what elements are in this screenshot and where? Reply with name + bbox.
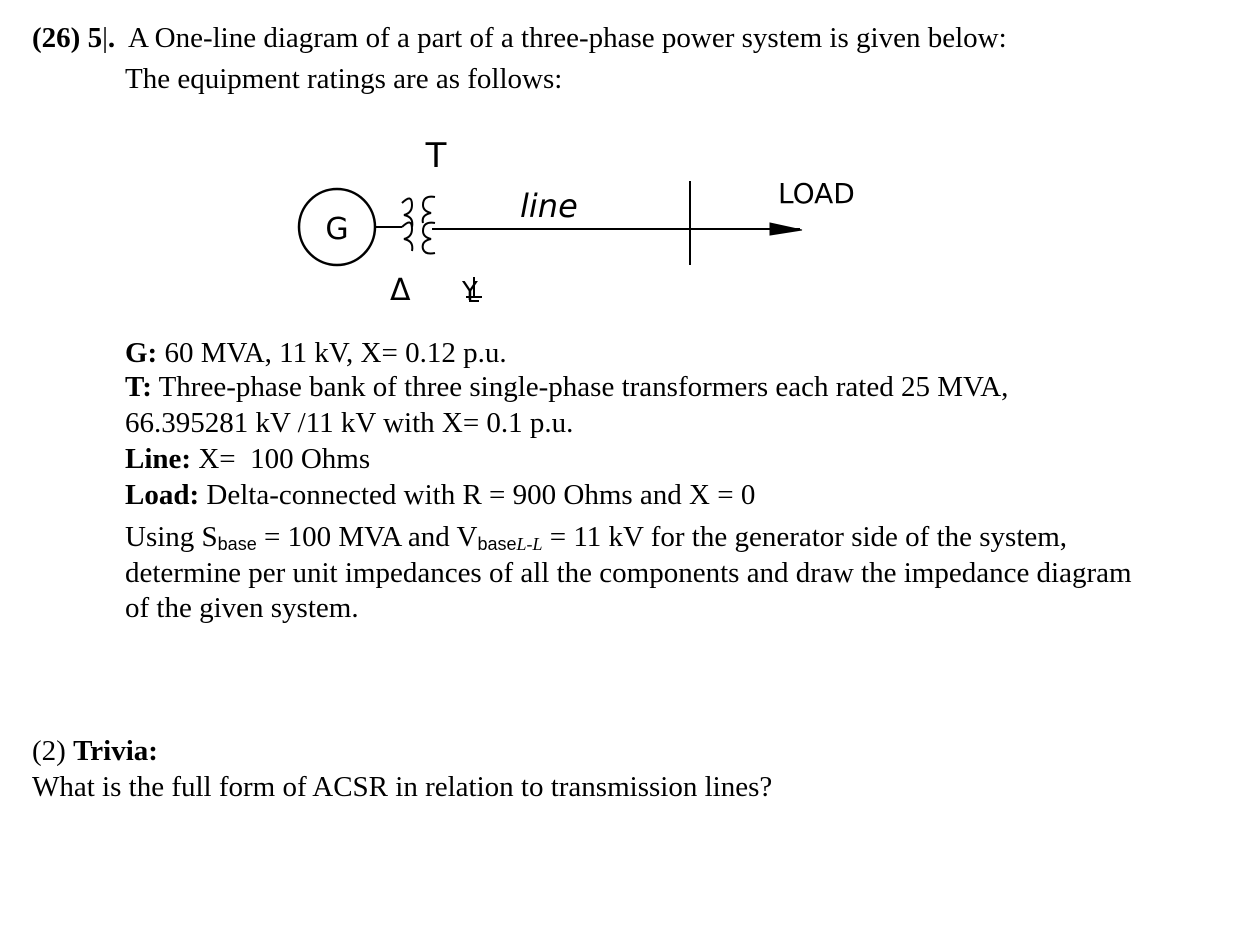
- load-arrow: [769, 222, 803, 236]
- rating-line-text: X= 100 Ohms: [198, 443, 371, 475]
- rating-load-text: Delta-connected with R = 900 Ohms and X …: [206, 479, 756, 511]
- rating-generator-text: 60 MVA, 11 kV, X= 0.12 p.u.: [164, 337, 507, 369]
- question-intro: A One-line diagram of a part of a three-…: [128, 22, 1007, 54]
- task-using: Using S: [125, 521, 218, 553]
- rating-load: Load: Delta-connected with R = 900 Ohms …: [125, 478, 755, 512]
- line-label: line: [520, 187, 578, 225]
- rating-transformer-text-2: 66.395281 kV /11 kV with X= 0.1 p.u.: [125, 407, 574, 439]
- delta-connection-label: Δ: [390, 273, 411, 308]
- load-label: LOAD: [778, 177, 855, 210]
- rating-line-label: Line:: [125, 443, 192, 475]
- rating-transformer-text-1: Three-phase bank of three single-phase t…: [158, 371, 1009, 403]
- trivia-marks: (2): [32, 735, 66, 767]
- generator-label: G: [325, 212, 348, 247]
- question-number: (26) 5: [32, 22, 103, 54]
- task-line-2: determine per unit impedances of all the…: [125, 557, 1132, 589]
- transformer-primary-coil: [401, 197, 414, 252]
- vbase-subscript-ll: L-L: [516, 534, 543, 554]
- wye-connection-label: Y: [461, 277, 478, 307]
- ratings-intro: The equipment ratings are as follows:: [125, 63, 563, 95]
- rating-transformer: T: Three-phase bank of three single-phas…: [125, 370, 1008, 404]
- trivia-heading: (2) Trivia:: [32, 734, 158, 768]
- rating-line: Line: X= 100 Ohms: [125, 442, 370, 476]
- task-line-3: of the given system.: [125, 592, 359, 624]
- rating-generator: G: 60 MVA, 11 kV, X= 0.12 p.u.: [125, 336, 507, 370]
- transformer-label: T: [425, 136, 447, 176]
- task-end: = 11 kV for the generator side of the sy…: [542, 521, 1068, 553]
- text-cursor: |: [102, 22, 108, 54]
- trivia-label: Trivia:: [73, 735, 158, 767]
- question-heading: (26) 5|. A One-line diagram of a part of…: [32, 21, 1007, 55]
- one-line-diagram: G T line LOAD Δ Y: [290, 135, 900, 315]
- ground-symbol: [466, 277, 482, 302]
- rating-transformer-label: T:: [125, 371, 152, 403]
- question-dot: .: [107, 22, 116, 54]
- task-line-1: Using Sbase = 100 MVA and VbaseL-L = 11 …: [125, 520, 1067, 557]
- rating-load-label: Load:: [125, 479, 200, 511]
- transformer-secondary-coil: [421, 195, 436, 255]
- sbase-subscript: base: [217, 534, 257, 554]
- trivia-question: What is the full form of ACSR in relatio…: [32, 771, 773, 803]
- rating-generator-label: G:: [125, 337, 158, 369]
- task-mid: = 100 MVA and V: [256, 521, 478, 553]
- vbase-subscript: base: [477, 534, 517, 554]
